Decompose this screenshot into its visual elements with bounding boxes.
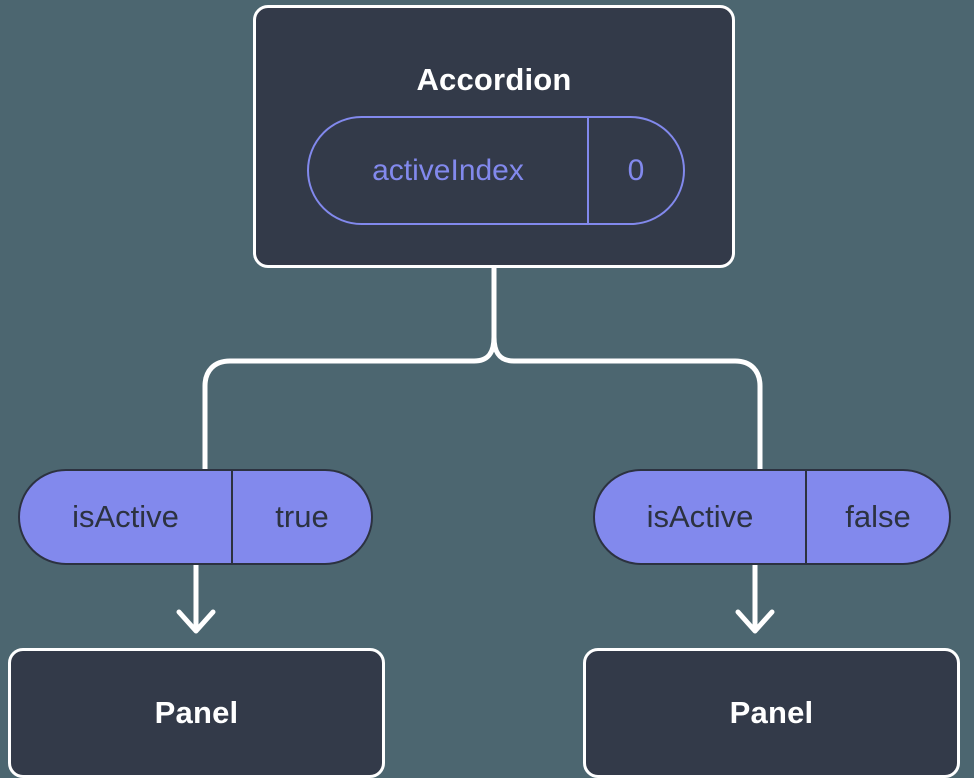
prop-pill-activeindex-key: activeIndex <box>309 118 589 223</box>
prop-pill-isactive-left-key: isActive <box>20 471 233 563</box>
prop-pill-isactive-left[interactable]: isActive true <box>18 469 373 565</box>
prop-pill-activeindex[interactable]: activeIndex 0 <box>307 116 685 225</box>
fork-junction-left <box>202 334 497 389</box>
prop-pill-isactive-right[interactable]: isActive false <box>593 469 951 565</box>
node-panel-left-title: Panel <box>154 695 239 730</box>
prop-pill-isactive-left-value: true <box>275 499 329 534</box>
prop-pill-isactive-right-key: isActive <box>595 471 807 563</box>
node-accordion[interactable]: Accordion activeIndex 0 <box>253 5 735 268</box>
node-panel-left[interactable]: Panel <box>8 648 385 778</box>
fork-junction-right <box>491 334 763 389</box>
node-accordion-title: Accordion <box>416 62 572 97</box>
prop-pill-isactive-right-value: false <box>845 499 911 534</box>
arrow-head-left-icon <box>176 609 216 634</box>
arrow-head-right-icon <box>735 609 775 634</box>
node-panel-right[interactable]: Panel <box>583 648 960 778</box>
node-panel-right-title: Panel <box>729 695 814 730</box>
prop-pill-activeindex-value: 0 <box>627 153 645 187</box>
